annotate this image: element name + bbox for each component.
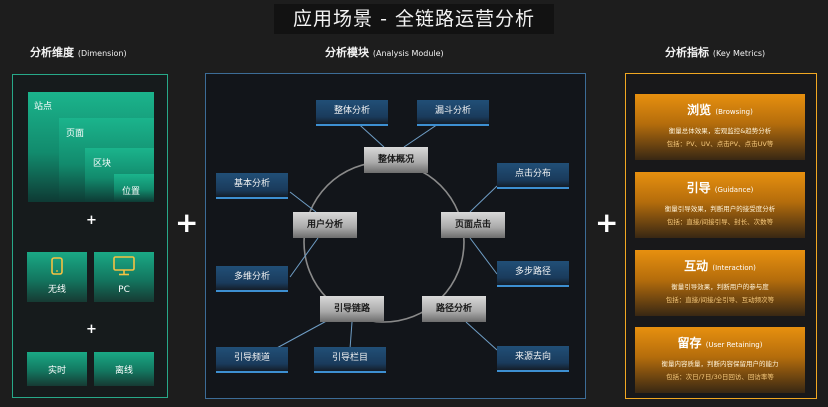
- metric-retaining-desc: 衡量内容质量，判断内容保留用户的能力: [661, 360, 779, 368]
- connector-click: [469, 185, 498, 213]
- connector-channel: [274, 317, 333, 350]
- module-source-dest: 来源去向: [497, 346, 569, 372]
- metric-interaction-includes: 包括：直接/间接/全引导、互动频次等: [665, 296, 775, 304]
- plus-big-left: +: [175, 206, 199, 239]
- module-guide-column: 引导栏目: [314, 347, 386, 373]
- module-overall-analysis: 整体分析: [316, 100, 388, 126]
- metric-guidance: 引导 (Guidance) 衡量引导效果，判断用户的接受度分析 包括：直接/间接…: [635, 172, 805, 238]
- metric-retaining: 留存 (User Retaining) 衡量内容质量，判断内容保留用户的能力 包…: [635, 327, 805, 393]
- time-offline-label: 离线: [114, 366, 133, 376]
- monitor-icon: [113, 256, 135, 276]
- plus-small-2: +: [86, 322, 97, 337]
- core-path-analysis: 路径分析: [422, 296, 486, 322]
- module-guide-channel: 引导频道: [216, 347, 288, 373]
- connector-source: [465, 321, 498, 351]
- metric-guidance-title: 引导 (Guidance): [686, 181, 754, 195]
- device-mobile-box: 无线: [27, 252, 87, 302]
- connector-multistep: [469, 237, 498, 275]
- module-panel: [205, 73, 586, 399]
- metric-interaction: 互动 (Interaction) 衡量引导效果，判断用户的参与度 包括：直接/间…: [635, 250, 805, 316]
- metric-browsing: 浏览 (Browsing) 衡量总体效果，宏观监控&趋势分析 包括：PV、UV、…: [635, 94, 805, 160]
- device-pc-box: PC: [94, 252, 154, 302]
- module-funnel-analysis: 漏斗分析: [417, 100, 489, 126]
- device-mobile-label: 无线: [47, 285, 66, 295]
- connector-basic: [289, 191, 317, 213]
- core-guide-link: 引导链路: [320, 296, 384, 322]
- metric-guidance-includes: 包括：直接/间接引导、封长、次数等: [666, 218, 774, 226]
- metric-retaining-title: 留存 (User Retaining): [677, 336, 763, 350]
- connector-column: [349, 321, 353, 350]
- module-multidim-analysis: 多维分析: [216, 266, 288, 292]
- page-title: 应用场景 - 全链路运营分析: [274, 4, 554, 34]
- layer-position: 位置: [114, 174, 154, 202]
- plus-small-1: +: [86, 213, 97, 228]
- core-page-click: 页面点击: [441, 212, 505, 238]
- core-user-analysis: 用户分析: [293, 212, 357, 238]
- module-basic-analysis: 基本分析: [216, 173, 288, 199]
- dimension-heading: 分析维度 (Dimension): [30, 46, 127, 59]
- mobile-icon: [51, 257, 63, 275]
- module-click-distribution: 点击分布: [497, 163, 569, 189]
- metric-browsing-includes: 包括：PV、UV、点击PV、点击UV等: [666, 140, 774, 148]
- plus-big-right: +: [595, 206, 619, 239]
- metric-browsing-title: 浏览 (Browsing): [687, 103, 753, 117]
- time-offline-box: 离线: [94, 352, 154, 386]
- metric-guidance-desc: 衡量引导效果，判断用户的接受度分析: [664, 205, 776, 213]
- device-pc-label: PC: [118, 285, 130, 295]
- time-realtime-label: 实时: [47, 366, 66, 376]
- module-heading: 分析模块 (Analysis Module): [325, 46, 444, 59]
- core-overview: 整体概况: [364, 147, 428, 173]
- metric-interaction-title: 互动 (Interaction): [684, 259, 756, 273]
- module-multistep-path: 多步路径: [497, 261, 569, 287]
- metric-browsing-desc: 衡量总体效果，宏观监控&趋势分析: [668, 127, 772, 135]
- connector-multidim: [289, 237, 319, 278]
- metric-interaction-desc: 衡量引导效果，判断用户的参与度: [671, 283, 769, 291]
- metrics-heading: 分析指标 (Key Metrics): [665, 46, 766, 59]
- metric-retaining-includes: 包括：次日/7日/30日回访、回访率等: [666, 373, 774, 381]
- time-realtime-box: 实时: [27, 352, 87, 386]
